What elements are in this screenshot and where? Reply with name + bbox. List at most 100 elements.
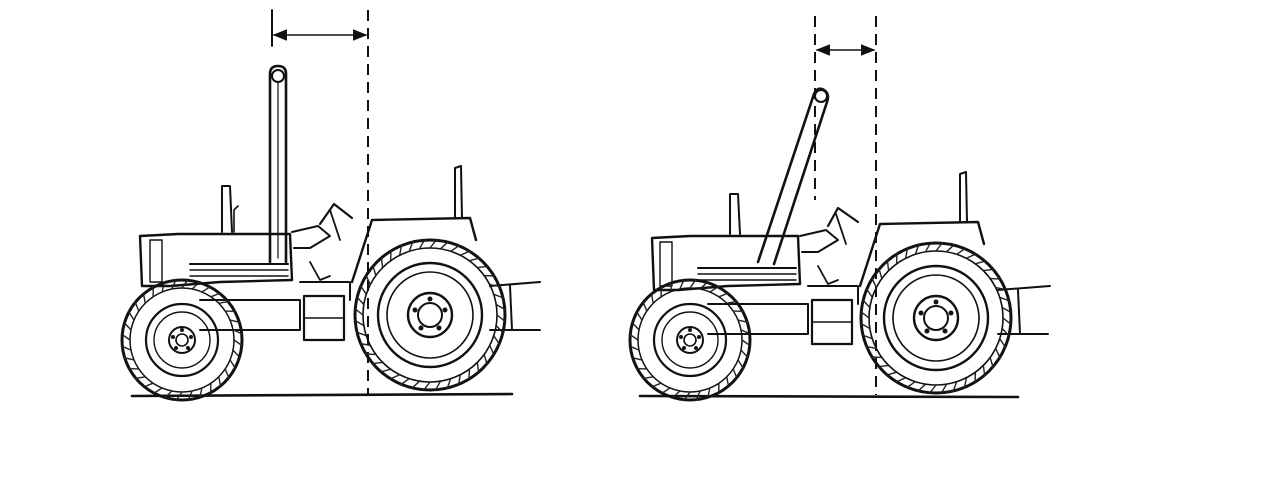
tread-lug xyxy=(952,381,958,393)
tread-lug xyxy=(861,298,871,308)
tread-lug xyxy=(493,335,501,346)
front-wheel-left xyxy=(120,278,244,402)
tread-lug xyxy=(440,240,450,250)
tread-lug xyxy=(134,300,140,312)
tread-lug xyxy=(380,256,384,268)
tread-lug xyxy=(489,283,501,288)
tread-lug xyxy=(732,368,738,380)
tread-lug xyxy=(175,391,183,402)
tread-lug xyxy=(865,345,877,350)
tread-lug xyxy=(895,377,906,383)
tread-lug xyxy=(1002,317,1013,326)
tread-lug xyxy=(232,349,241,359)
tread-lug xyxy=(924,241,932,253)
tread-lug xyxy=(629,345,640,351)
tread-lug xyxy=(142,292,146,304)
seat-right xyxy=(799,229,839,253)
tread-lug xyxy=(365,274,371,285)
tread-lug xyxy=(741,339,752,347)
tread-lug xyxy=(372,264,377,276)
tread-lug xyxy=(355,295,365,305)
tread-lug xyxy=(161,281,166,293)
tread-lug xyxy=(650,382,662,388)
tread-lug xyxy=(469,257,481,262)
tread-lug xyxy=(679,279,685,290)
tread-lug xyxy=(389,374,400,380)
chassis-left xyxy=(199,299,301,331)
tread-lug xyxy=(699,281,709,290)
tractor-right xyxy=(628,16,1051,402)
tread-lug xyxy=(121,345,132,351)
roll-bar-left xyxy=(268,64,288,264)
tread-lug xyxy=(695,390,701,401)
tread-lug xyxy=(224,368,230,380)
tread-lug xyxy=(495,325,505,335)
chassis-right xyxy=(707,303,809,335)
tread-lug xyxy=(886,259,890,271)
rear-post-left xyxy=(454,165,463,219)
tread-lug xyxy=(422,381,431,392)
tread-lug xyxy=(450,244,461,252)
air-intake-left xyxy=(221,185,233,233)
tread-lug xyxy=(460,250,471,256)
tread-lug xyxy=(353,307,364,316)
tread-lug xyxy=(935,241,944,252)
tread-lug xyxy=(956,247,967,255)
tread-lug xyxy=(671,390,681,399)
tread-lug xyxy=(631,356,643,361)
tread-lug xyxy=(418,238,426,250)
tread-lug xyxy=(218,376,222,388)
tread-lug xyxy=(635,310,643,321)
steering-wheel-left xyxy=(318,202,354,226)
tread-lug xyxy=(210,292,222,298)
tread-lug xyxy=(371,361,383,365)
tread-lug xyxy=(914,243,920,255)
tread-lug xyxy=(963,377,968,389)
tread-lug xyxy=(983,268,995,272)
tread-lug xyxy=(940,383,948,395)
tread-lug xyxy=(999,338,1007,349)
tread-lug xyxy=(737,359,745,370)
tread-lug xyxy=(457,374,462,386)
tread-lug xyxy=(946,243,956,253)
tread-lug xyxy=(229,319,241,324)
tread-lug xyxy=(859,310,870,319)
tread-lug xyxy=(359,284,367,295)
tread-lug xyxy=(689,278,697,289)
tread-lug xyxy=(359,342,371,347)
tread-lug xyxy=(709,285,720,293)
tread-lug xyxy=(489,345,495,356)
tread-lug xyxy=(127,310,135,321)
steering-wheel-right xyxy=(826,206,860,228)
tread-lug xyxy=(410,380,420,390)
tread-lug xyxy=(187,390,193,401)
front-wheel-right xyxy=(628,278,752,402)
tread-lug xyxy=(865,287,873,298)
tread-lug xyxy=(995,348,1001,359)
tread-lug xyxy=(642,376,654,380)
tread-lug xyxy=(871,277,877,288)
tread-lug xyxy=(718,292,730,298)
tread-lug xyxy=(999,296,1011,302)
rear-fender-left xyxy=(350,216,478,284)
tread-lug xyxy=(669,281,674,293)
tread-lug xyxy=(737,319,749,324)
tread-lug xyxy=(152,387,163,395)
tread-lug xyxy=(904,247,909,259)
tread-lug xyxy=(483,354,488,366)
tread-lug xyxy=(885,371,897,376)
tread-lug xyxy=(142,382,154,388)
tread-lug xyxy=(120,333,131,341)
hood-left xyxy=(138,232,294,288)
tread-lug xyxy=(726,300,738,304)
tread-lug xyxy=(982,365,986,377)
tread-lug xyxy=(123,321,132,331)
tread-lug xyxy=(233,339,244,347)
tread-lug xyxy=(861,334,873,340)
tread-lug xyxy=(706,387,711,399)
tread-lug xyxy=(966,253,977,259)
tractor-left xyxy=(120,9,541,402)
rear-wheel-left xyxy=(353,238,507,392)
